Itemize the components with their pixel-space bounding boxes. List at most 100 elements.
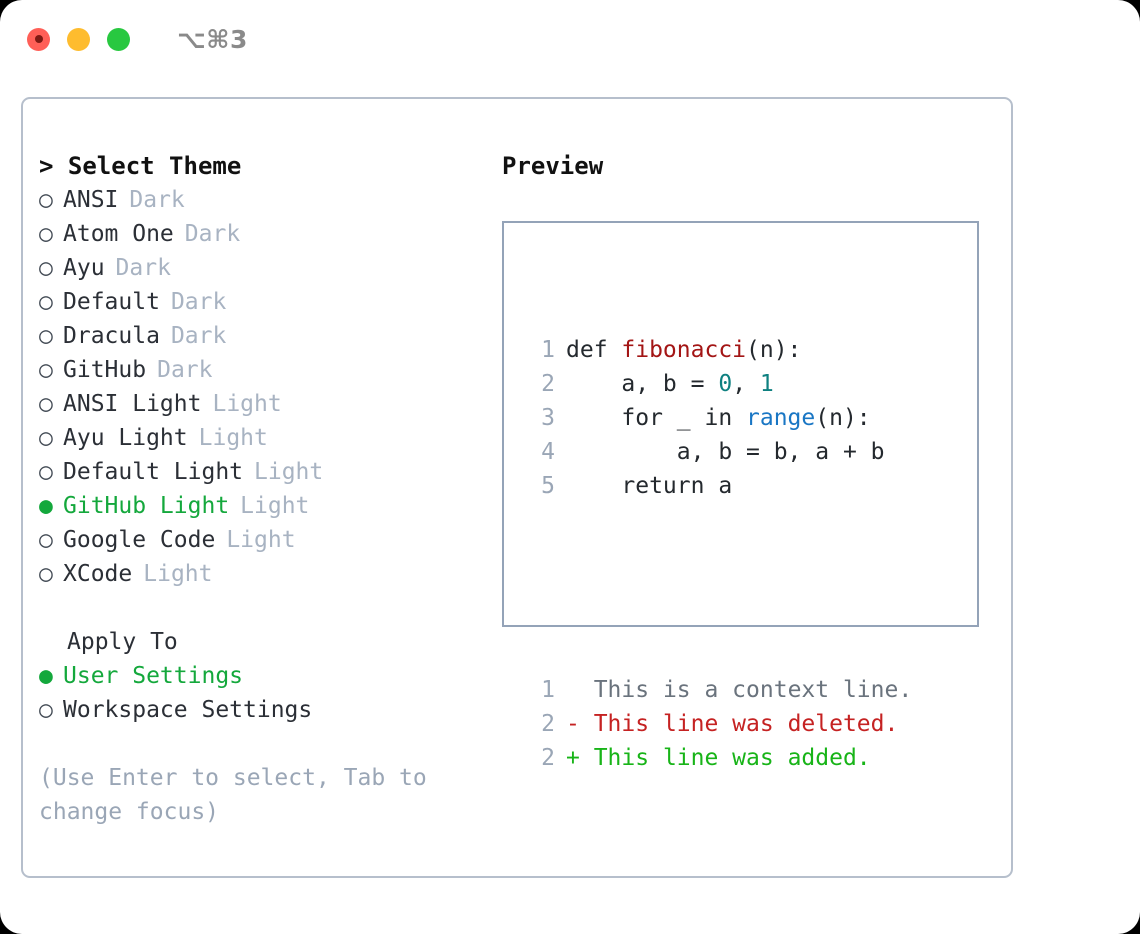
select-theme-heading: > Select Theme [39, 152, 242, 180]
traffic-light-buttons [27, 27, 130, 51]
radio-unselected-icon: ○ [39, 459, 53, 485]
radio-unselected-icon: ○ [39, 697, 53, 723]
radio-unselected-icon: ○ [39, 357, 53, 383]
code-line-number: 5 [541, 473, 555, 499]
apply-to-option-label: Workspace Settings [63, 697, 313, 723]
apply-to-option-label: User Settings [63, 663, 244, 689]
code-token-fn: fibonacci [621, 337, 747, 363]
code-line-content: return a [555, 469, 732, 503]
theme-option[interactable]: ○ Atom One Dark [39, 217, 499, 251]
theme-variant-tag: Dark [115, 255, 171, 281]
diff-line: 2- This line was deleted. [525, 707, 912, 741]
code-token-plain: (n): [746, 337, 802, 363]
code-token-plain: (n): [815, 405, 871, 431]
code-line-content: for _ in range(n): [555, 401, 871, 435]
theme-variant-tag: Dark [170, 289, 227, 315]
theme-variant-tag: Light [143, 561, 213, 587]
theme-option-label: Dracula [63, 323, 160, 349]
apply-to-option[interactable]: ○ Workspace Settings [39, 693, 499, 727]
diff-text: This is a context line. [579, 677, 913, 703]
code-token-plain: for _ in [566, 405, 747, 431]
theme-option[interactable]: ○ XCode Light [39, 557, 499, 591]
diff-line: 1 This is a context line. [525, 673, 912, 707]
theme-option-label: ANSI [63, 187, 119, 213]
radio-unselected-icon: ○ [39, 561, 53, 587]
code-line: 3 for _ in range(n): [525, 401, 912, 435]
code-line-number: 2 [541, 371, 555, 397]
apply-to-heading: Apply To [67, 629, 178, 655]
theme-option-label: Default [63, 289, 160, 315]
theme-option-label: Default Light [63, 459, 244, 485]
code-token-call: range [746, 405, 816, 431]
minimize-window-button[interactable] [67, 27, 90, 51]
theme-variant-tag: Light [240, 493, 310, 519]
code-line: 5 return a [525, 469, 912, 503]
code-diff-separator [525, 571, 912, 605]
theme-option[interactable]: ● GitHub Light Light [39, 489, 499, 523]
code-token-plain: def [566, 337, 622, 363]
diff-line-number: 1 [541, 677, 555, 703]
code-token-num: 1 [759, 371, 774, 397]
theme-option-label: GitHub Light [63, 493, 230, 519]
radio-selected-icon: ● [39, 663, 53, 689]
apply-to-option[interactable]: ● User Settings [39, 659, 499, 693]
code-line: 4 a, b = b, a + b [525, 435, 912, 469]
code-line-number: 1 [541, 337, 555, 363]
diff-line: 2+ This line was added. [525, 741, 912, 775]
theme-variant-tag: Dark [184, 221, 241, 247]
diff-text: This line was deleted. [579, 711, 899, 737]
theme-option-label: GitHub [63, 357, 147, 383]
code-line-number: 4 [541, 439, 555, 465]
preview-heading: Preview [502, 152, 604, 180]
list-spacer [39, 591, 499, 625]
theme-option-label: Atom One [63, 221, 174, 247]
radio-selected-icon: ● [39, 493, 53, 519]
theme-option-label: ANSI Light [63, 391, 202, 417]
theme-option[interactable]: ○ GitHub Dark [39, 353, 499, 387]
keyboard-shortcut-label: ⌥⌘3 [177, 24, 248, 54]
radio-unselected-icon: ○ [39, 221, 53, 247]
code-token-plain: return a [566, 473, 733, 499]
diff-text: This line was added. [579, 745, 871, 771]
diff-line-content: + This line was added. [555, 741, 871, 775]
close-window-button[interactable] [27, 27, 50, 51]
theme-variant-tag: Dark [157, 357, 213, 383]
code-token-num: 0 [718, 371, 733, 397]
theme-option[interactable]: ○ Default Dark [39, 285, 499, 319]
diff-line-content: This is a context line. [555, 673, 913, 707]
theme-option-label: XCode [63, 561, 133, 587]
radio-unselected-icon: ○ [39, 527, 53, 553]
diff-sample: 1 This is a context line.2- This line wa… [525, 673, 912, 775]
radio-unselected-icon: ○ [39, 289, 53, 315]
code-token-plain: a, b = [566, 371, 719, 397]
theme-variant-tag: Dark [170, 323, 227, 349]
apply-to-list[interactable]: ● User Settings ○ Workspace Settings [39, 659, 499, 727]
code-line-content: def fibonacci(n): [555, 333, 801, 367]
maximize-window-button[interactable] [107, 27, 130, 51]
diff-line-number: 2 [541, 745, 555, 771]
code-line-number: 3 [541, 405, 555, 431]
diff-marker [566, 677, 580, 703]
code-token-plain: , [732, 371, 760, 397]
theme-variant-tag: Light [212, 391, 282, 417]
theme-variant-tag: Light [226, 527, 296, 553]
theme-option[interactable]: ○ Default Light Light [39, 455, 499, 489]
theme-variant-tag: Light [254, 459, 324, 485]
theme-option-label: Ayu [63, 255, 105, 281]
theme-variant-tag: Light [198, 425, 268, 451]
